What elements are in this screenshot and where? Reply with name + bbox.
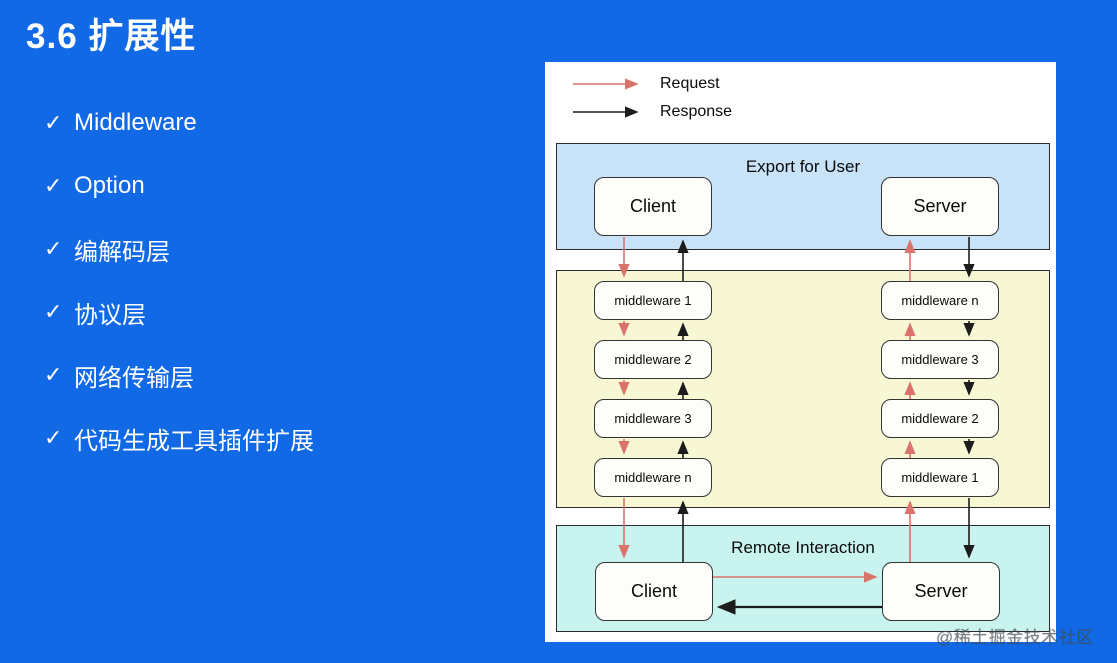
client-box-bottom: Client [595, 562, 713, 621]
bullet-label: 编解码层 [74, 238, 170, 266]
bullet-label: Middleware [74, 109, 197, 136]
legend-request-label: Request [660, 75, 720, 92]
bullet-label: 网络传输层 [74, 364, 194, 392]
middleware-box: middleware 1 [594, 281, 712, 320]
check-icon: ✓ [44, 236, 63, 261]
legend-response-label: Response [660, 103, 733, 120]
list-item: ✓ Option [44, 171, 314, 201]
server-box-top: Server [881, 177, 999, 236]
bullet-label: 协议层 [74, 301, 146, 329]
watermark: @稀土掘金技术社区 [936, 628, 1094, 647]
slide-title: 3.6 扩展性 [26, 17, 197, 56]
middleware-box: middleware 1 [881, 458, 999, 497]
list-item: ✓ 网络传输层 [44, 360, 314, 392]
check-icon: ✓ [44, 425, 63, 450]
middleware-box: middleware n [881, 281, 999, 320]
middleware-box: middleware 3 [881, 340, 999, 379]
check-icon: ✓ [44, 173, 63, 198]
client-box-top: Client [594, 177, 712, 236]
list-item: ✓ 编解码层 [44, 234, 314, 266]
list-item: ✓ Middleware [44, 108, 314, 138]
architecture-diagram: Request Response Export for User Remote … [545, 62, 1056, 642]
middleware-box: middleware 2 [594, 340, 712, 379]
middleware-box: middleware 3 [594, 399, 712, 438]
middleware-box: middleware 2 [881, 399, 999, 438]
section-title: Export for User [745, 157, 861, 176]
list-item: ✓ 代码生成工具插件扩展 [44, 423, 314, 455]
middleware-box: middleware n [594, 458, 712, 497]
server-box-bottom: Server [882, 562, 1000, 621]
check-icon: ✓ [44, 362, 63, 387]
section-title: Remote Interaction [731, 538, 875, 557]
bullet-label: Option [74, 172, 145, 199]
check-icon: ✓ [44, 110, 63, 135]
list-item: ✓ 协议层 [44, 297, 314, 329]
bullet-label: 代码生成工具插件扩展 [74, 427, 314, 455]
check-icon: ✓ [44, 299, 63, 324]
bullet-list: ✓ Middleware ✓ Option ✓ 编解码层 ✓ 协议层 ✓ 网络传… [44, 108, 314, 486]
